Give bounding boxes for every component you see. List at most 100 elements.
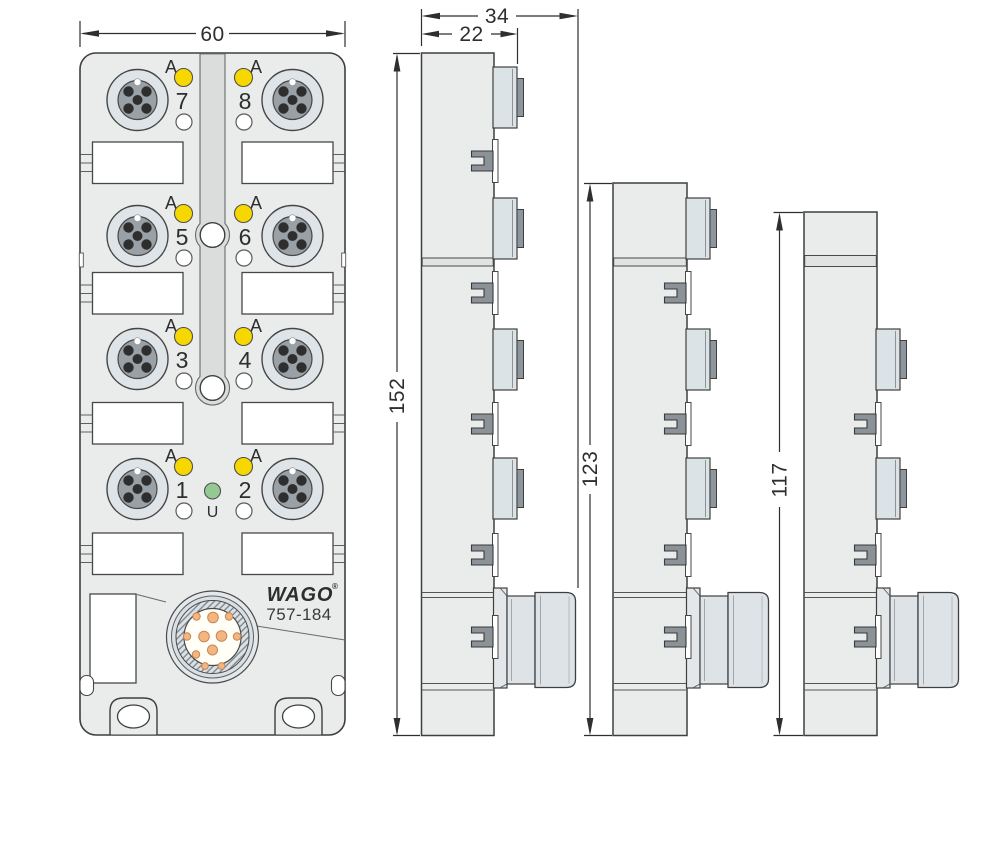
- label-plate: [91, 401, 184, 445]
- m12-socket-1: [106, 457, 169, 521]
- pin: [207, 644, 218, 656]
- label-plate: [91, 271, 184, 315]
- pin: [182, 632, 192, 641]
- dim-label-height-mid: 123: [579, 451, 602, 488]
- arrow-left-icon: [421, 30, 439, 38]
- side-view-large: [420, 52, 577, 737]
- label-plate: [241, 401, 334, 445]
- dimension-line: [393, 52, 420, 737]
- mounting-hole-bottom: [199, 375, 226, 402]
- dimension-line: [773, 211, 803, 737]
- channel-label: A: [250, 57, 262, 77]
- housing-seams: [613, 592, 686, 691]
- housing-seam-band: [613, 257, 687, 267]
- status-led-off: [175, 372, 193, 390]
- status-led-yellow: [233, 203, 254, 224]
- status-led-yellow: [173, 67, 194, 88]
- port-8-labels: A 8: [233, 57, 262, 131]
- arrow-left-icon: [421, 12, 440, 20]
- wago-logo: WAGO: [267, 584, 334, 606]
- label-plate: [241, 141, 334, 185]
- status-led-yellow: [233, 326, 254, 347]
- arrow-up-icon: [586, 183, 594, 202]
- channel-label: A: [165, 446, 177, 466]
- label-plates: [89, 141, 334, 684]
- status-led-off: [235, 113, 253, 131]
- side-main-connector: [875, 587, 960, 689]
- channel-label: A: [250, 446, 262, 466]
- port-number: 1: [176, 477, 189, 503]
- model-number: 757-184: [266, 605, 331, 624]
- keyhole-slot-right: [330, 674, 346, 697]
- port-number: 2: [239, 477, 252, 503]
- side-main-connector: [492, 587, 577, 689]
- side-view-middle: [612, 182, 770, 737]
- dimension-line: [584, 182, 612, 737]
- status-led-off: [175, 113, 193, 131]
- port-number: 6: [239, 224, 252, 250]
- mold-seam-line: [256, 625, 346, 641]
- dimension-depth-34: [420, 9, 579, 588]
- keyhole-slot-left: [79, 674, 95, 697]
- dimension-height-152: [393, 52, 420, 737]
- arrow-right-icon: [559, 12, 578, 20]
- dimension-height-123: [584, 182, 612, 737]
- label-plate: [91, 532, 184, 576]
- port-6-labels: A 6: [233, 193, 262, 267]
- arrow-right-icon: [500, 30, 518, 38]
- m12-socket-6: [261, 204, 324, 268]
- port-1-labels: A 1: [165, 446, 194, 520]
- housing-seam-band: [804, 255, 877, 267]
- dim-label-width: 60: [200, 23, 224, 46]
- side-m12-stub: [492, 328, 525, 391]
- arrow-left-icon: [80, 30, 99, 37]
- channel-label: A: [165, 316, 177, 336]
- pin: [215, 630, 228, 642]
- side-m12-stub: [685, 197, 718, 260]
- status-led-off: [235, 502, 253, 520]
- side-m12-stub: [492, 197, 525, 260]
- extension-lines: [79, 21, 346, 47]
- port-7-labels: A 7: [165, 57, 194, 131]
- arrow-down-icon: [393, 718, 401, 736]
- front-view: 60 A: [78, 21, 347, 736]
- housing-seam-band: [421, 257, 494, 267]
- pin: [232, 632, 242, 641]
- port-number: 3: [176, 347, 189, 373]
- dimension-depth-22: [421, 28, 519, 64]
- label-plate: [241, 271, 334, 315]
- edge-notch-left: [78, 252, 84, 268]
- status-led-off: [175, 249, 193, 267]
- port-5-labels: A 5: [165, 193, 194, 267]
- mounting-hole-top: [199, 221, 226, 248]
- m12-socket-7: [106, 68, 169, 132]
- pin: [224, 612, 234, 621]
- arrow-down-icon: [776, 718, 783, 736]
- edge-grooves: [80, 153, 345, 564]
- arrow-right-icon: [326, 30, 345, 37]
- arrow-up-icon: [393, 53, 401, 72]
- side-m12-stub: [875, 457, 908, 520]
- status-led-yellow: [173, 456, 194, 477]
- side-view-small: [803, 211, 960, 737]
- extension-lines: [420, 9, 579, 588]
- channel-label: A: [250, 193, 262, 213]
- dimension-height-117: [773, 211, 803, 737]
- m12-socket-3: [106, 327, 169, 391]
- pin: [201, 662, 209, 670]
- pin: [217, 662, 226, 670]
- status-led-yellow: [233, 456, 254, 477]
- port-3-labels: A 3: [165, 316, 194, 390]
- housing-seams: [421, 592, 493, 691]
- channel-label: A: [250, 316, 262, 336]
- port-number: 4: [239, 347, 252, 373]
- side-m12-stub: [875, 328, 908, 391]
- edge-notch-right: [341, 252, 347, 268]
- label-plate: [91, 141, 184, 185]
- mounting-slot-right: [281, 704, 316, 729]
- status-led-off: [175, 502, 193, 520]
- voltage-led-green: [203, 482, 222, 500]
- main-round-connector: [136, 590, 346, 684]
- pin: [192, 612, 201, 621]
